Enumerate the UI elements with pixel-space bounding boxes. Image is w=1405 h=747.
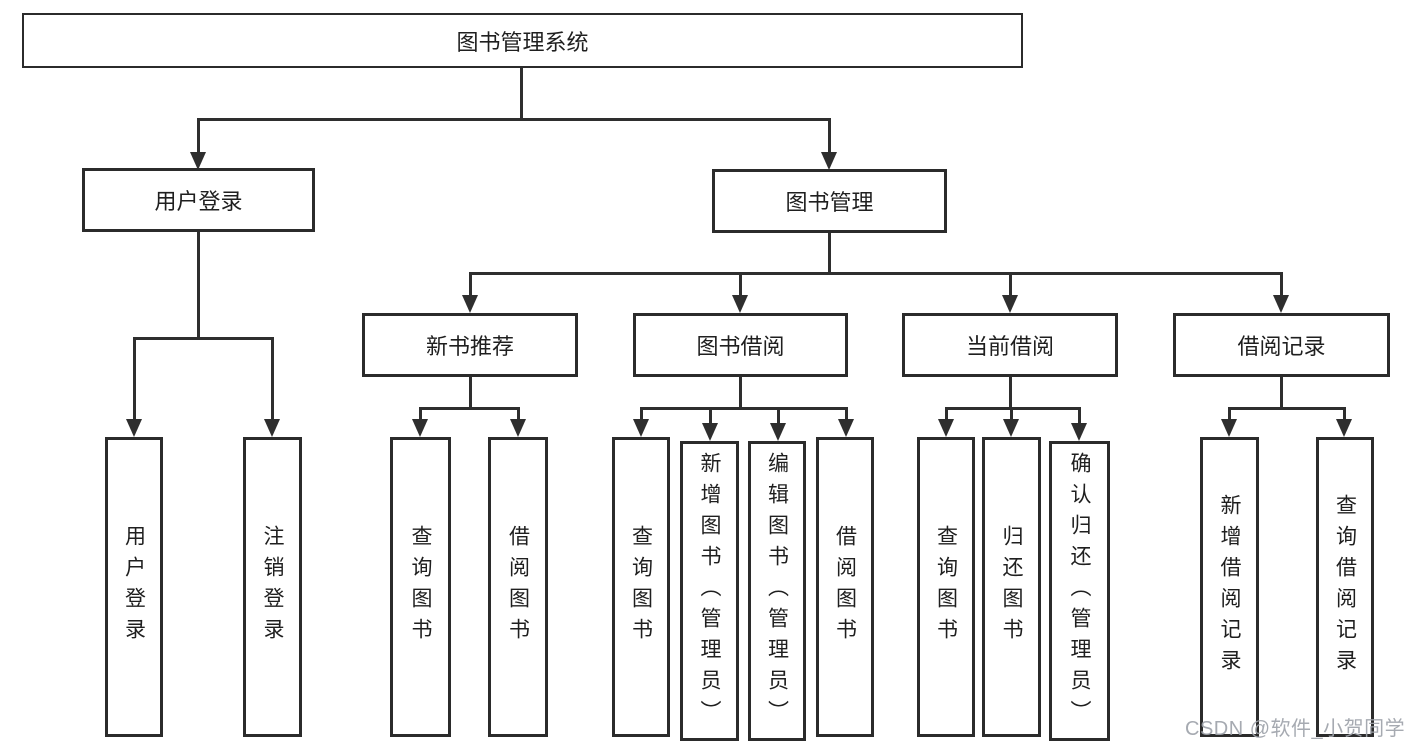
connector-drop-leaf: [1078, 407, 1081, 425]
arrow-down-icon: [1221, 419, 1237, 437]
leaf-query-books-recommend: 查询图书: [390, 437, 451, 737]
leaf-query-books-current: 查询图书: [917, 437, 975, 737]
connector-drop-leaf: [845, 407, 848, 421]
arrow-down-icon: [821, 152, 837, 170]
leaf-logout: 注销登录: [243, 437, 302, 737]
connector-group-stem: [1280, 377, 1283, 407]
connector-login-stem: [197, 232, 200, 337]
node-label: 用户登录: [154, 189, 243, 214]
leaf-label: 查询图书: [629, 525, 653, 649]
connector-group-stem: [469, 377, 472, 407]
leaf-add-borrow-record: 新增借阅记录: [1200, 437, 1259, 737]
connector-drop-group: [1009, 272, 1012, 297]
node-label: 图书管理: [785, 190, 874, 215]
leaf-confirm-return-admin: 确认归还（管理员）: [1049, 441, 1110, 741]
node-label: 借阅记录: [1237, 334, 1326, 359]
arrow-down-icon: [264, 419, 280, 437]
arrow-down-icon: [126, 419, 142, 437]
arrow-down-icon: [190, 152, 206, 170]
node-user-login: 用户登录: [82, 168, 315, 232]
arrow-down-icon: [1003, 419, 1019, 437]
arrow-down-icon: [1336, 419, 1352, 437]
leaf-add-book-admin: 新增图书（管理员）: [680, 441, 739, 741]
node-label: 图书管理系统: [456, 29, 589, 55]
connector-drop-leaf: [777, 407, 780, 425]
leaf-label: 归还图书: [1000, 525, 1023, 649]
leaf-label: 借阅图书: [833, 525, 857, 649]
arrow-down-icon: [462, 295, 478, 313]
connector-drop-group: [1280, 272, 1283, 297]
leaf-label: 查询借阅记录: [1333, 494, 1357, 680]
connector-drop-leaf: [1228, 407, 1231, 421]
leaf-label: 查询图书: [934, 525, 958, 649]
arrow-down-icon: [1071, 423, 1087, 441]
connector-root-stem: [520, 68, 523, 118]
leaf-edit-book-admin: 编辑图书（管理员）: [748, 441, 806, 741]
leaf-label: 注销登录: [261, 525, 284, 649]
connector-mgmt-rail: [469, 272, 1283, 275]
connector-drop-login: [197, 118, 200, 154]
connector-drop-leaf: [1010, 407, 1013, 421]
node-book-management: 图书管理: [712, 169, 947, 233]
connector-drop-group: [469, 272, 472, 297]
connector-group-stem: [739, 377, 742, 407]
arrow-down-icon: [510, 419, 526, 437]
connector-drop-leaf: [133, 337, 136, 421]
arrow-down-icon: [770, 423, 786, 441]
node-label: 图书借阅: [696, 334, 785, 359]
node-borrowing-records: 借阅记录: [1173, 313, 1390, 377]
leaf-label: 编辑图书（管理员）: [765, 451, 789, 731]
leaf-query-books-borrow: 查询图书: [612, 437, 670, 737]
arrow-down-icon: [732, 295, 748, 313]
arrow-down-icon: [938, 419, 954, 437]
leaf-label: 新增借阅记录: [1218, 494, 1241, 680]
leaf-borrow-books-recommend: 借阅图书: [488, 437, 548, 737]
connector-drop-leaf: [1343, 407, 1346, 421]
leaf-label: 确认归还（管理员）: [1068, 451, 1091, 731]
leaf-label: 借阅图书: [506, 525, 530, 649]
node-label: 新书推荐: [425, 334, 514, 359]
node-new-book-recommend: 新书推荐: [362, 313, 578, 377]
leaf-borrow-books: 借阅图书: [816, 437, 874, 737]
connector-root-rail: [197, 118, 831, 121]
arrow-down-icon: [633, 419, 649, 437]
connector-drop-mgmt: [828, 118, 831, 154]
connector-drop-leaf: [517, 407, 520, 421]
connector-group-rail: [1228, 407, 1345, 410]
leaf-user-login: 用户登录: [105, 437, 163, 737]
arrow-down-icon: [412, 419, 428, 437]
leaf-label: 查询图书: [409, 525, 432, 649]
node-label: 当前借阅: [965, 334, 1054, 359]
csdn-watermark: CSDN @软件_小贺同学: [1185, 718, 1405, 740]
arrow-down-icon: [1002, 295, 1018, 313]
leaf-return-book: 归还图书: [982, 437, 1041, 737]
node-root-library-system: 图书管理系统: [22, 13, 1023, 68]
arrow-down-icon: [702, 423, 718, 441]
connector-drop-leaf: [640, 407, 643, 421]
node-book-borrowing: 图书借阅: [633, 313, 848, 377]
arrow-down-icon: [838, 419, 854, 437]
connector-drop-leaf: [709, 407, 712, 425]
leaf-label: 新增图书（管理员）: [698, 451, 721, 731]
connector-drop-leaf: [945, 407, 948, 421]
connector-group-rail: [419, 407, 520, 410]
connector-group-stem: [1009, 377, 1012, 407]
leaf-query-borrow-record: 查询借阅记录: [1316, 437, 1374, 737]
connector-group-rail: [945, 407, 1081, 410]
connector-group-rail: [640, 407, 848, 410]
leaf-label: 用户登录: [122, 525, 146, 649]
connector-login-rail: [133, 337, 274, 340]
connector-drop-group: [739, 272, 742, 297]
arrow-down-icon: [1273, 295, 1289, 313]
connector-mgmt-stem: [828, 233, 831, 272]
connector-drop-leaf: [419, 407, 422, 421]
connector-drop-leaf: [271, 337, 274, 421]
node-current-borrowing: 当前借阅: [902, 313, 1118, 377]
